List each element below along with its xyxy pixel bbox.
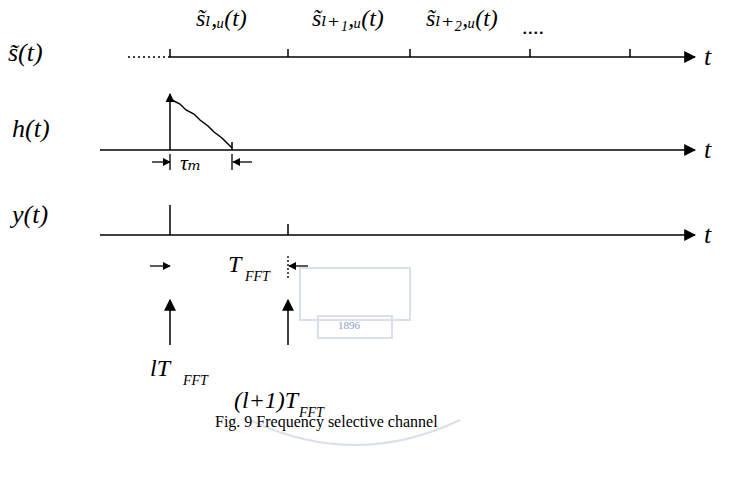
received-axis <box>100 205 695 235</box>
math-label: t <box>704 44 711 70</box>
channel-response <box>100 94 695 150</box>
math-label: (l+1)T <box>234 388 298 412</box>
math-label: 1896 <box>338 320 360 331</box>
math-label: .... <box>522 16 544 38</box>
math-label: t <box>704 222 711 248</box>
math-label: y(t) <box>12 202 48 228</box>
math-label: s̃ₗ₊₁,ᵤ(t) <box>312 6 384 30</box>
math-label: lT <box>150 356 170 380</box>
delay-spread-dimension <box>152 154 252 170</box>
math-label: h(t) <box>12 116 50 142</box>
math-label: FFT <box>245 270 270 284</box>
time-markers <box>170 300 288 345</box>
figure-caption: Fig. 9 Frequency selective channel <box>215 414 438 430</box>
math-label: T <box>228 252 241 276</box>
math-label: t <box>704 137 711 163</box>
math-label: s̃(t) <box>8 40 43 66</box>
signal-axis <box>128 49 695 57</box>
math-label: s̃ₗ₊₂,ᵤ(t) <box>426 6 498 30</box>
math-label: s̃ₗ,ᵤ(t) <box>196 6 247 30</box>
math-label: FFT <box>183 374 208 388</box>
math-label: τₘ <box>180 152 201 174</box>
